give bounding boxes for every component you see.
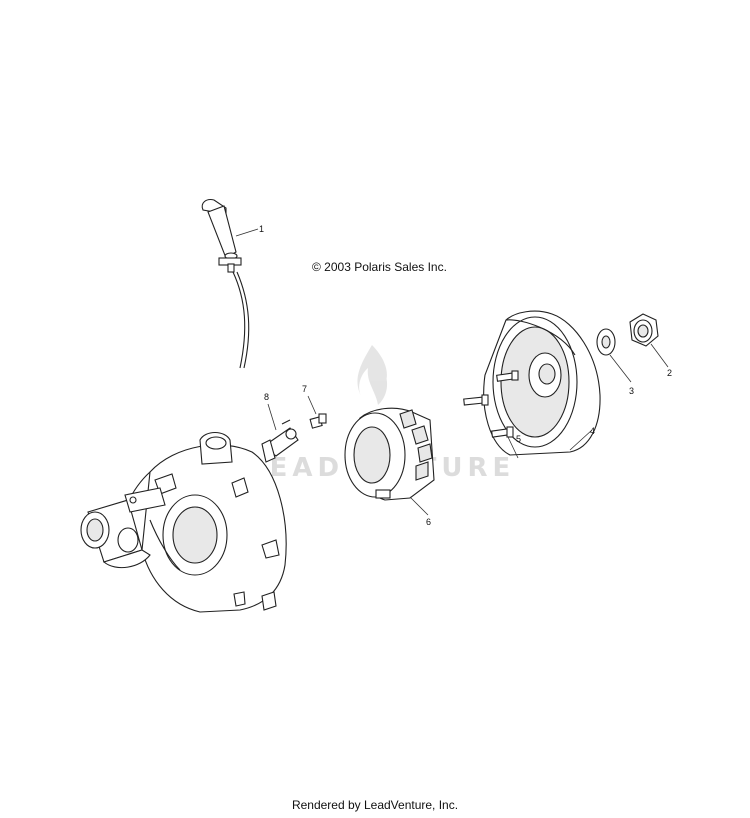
part-8-sensor-bracket[interactable]: [261, 419, 299, 463]
part-7-screw[interactable]: [309, 413, 327, 429]
leader-1: [235, 228, 259, 237]
flame-logo-icon: [357, 345, 388, 405]
callout-2: 2: [667, 368, 672, 378]
copyright-notice: © 2003 Polaris Sales Inc.: [312, 260, 447, 274]
callout-4: 4: [590, 426, 595, 436]
rendered-by-footer: Rendered by LeadVenture, Inc.: [291, 798, 459, 812]
part-3-washer[interactable]: [596, 328, 616, 356]
callout-1: 1: [259, 224, 264, 234]
callout-6: 6: [426, 517, 431, 527]
part-4-flywheel[interactable]: [483, 310, 601, 456]
leader-8: [267, 403, 277, 431]
crankcase-cover: [80, 431, 287, 613]
leader-4: [569, 429, 593, 451]
leader-3: [609, 354, 632, 383]
leader-5: [507, 436, 519, 459]
part-5-bolts[interactable]: [463, 370, 519, 438]
leader-6: [409, 496, 429, 516]
part-6-stator[interactable]: [344, 407, 435, 501]
callout-7: 7: [302, 384, 307, 394]
leader-2: [650, 343, 669, 368]
callout-3: 3: [629, 386, 634, 396]
part-2-nut[interactable]: [629, 313, 659, 347]
callout-8: 8: [264, 392, 269, 402]
leader-7: [307, 395, 317, 415]
part-1-spark-plug-cap[interactable]: [201, 199, 250, 369]
callout-5: 5: [516, 434, 521, 444]
